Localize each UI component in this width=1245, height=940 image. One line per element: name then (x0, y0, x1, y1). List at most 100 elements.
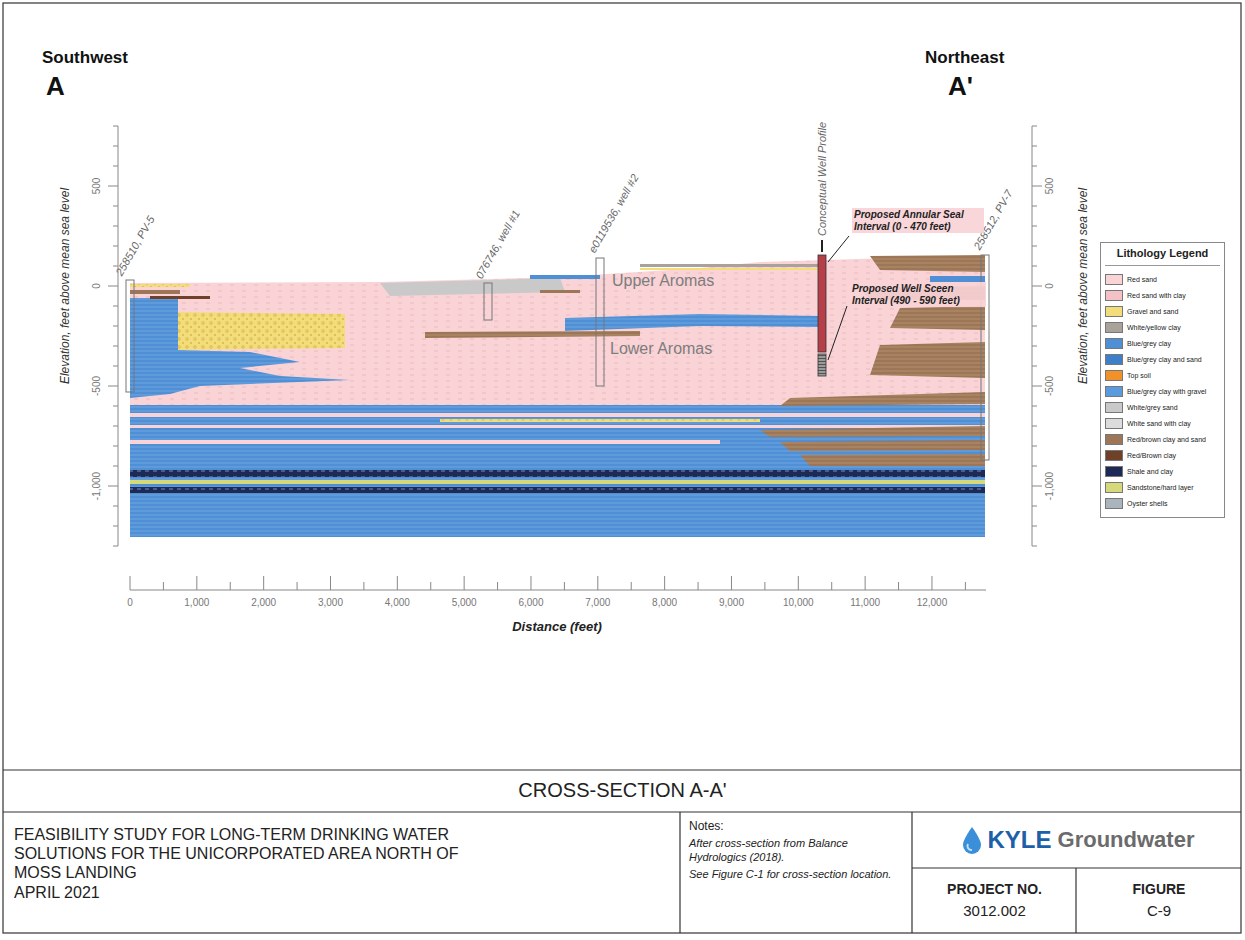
logo-drop (963, 827, 981, 854)
axis-tick-label: -1,000 (1044, 472, 1056, 500)
legend-swatch (1105, 482, 1123, 493)
axis-scale (664, 576, 665, 590)
cell-text: After cross-section from Balance Hydrolo… (689, 837, 894, 863)
geologic-units (130, 255, 985, 537)
legend-text: White/grey sand (1127, 404, 1178, 411)
axis-scale (564, 582, 565, 590)
legend-swatch (1105, 418, 1123, 429)
well-log (126, 255, 989, 460)
legend-text: White sand with clay (1127, 420, 1191, 427)
geologic-units (150, 296, 210, 299)
axis-scale (1032, 266, 1037, 267)
axis-scale (196, 576, 197, 590)
axis-tick-label: 6,000 (518, 597, 543, 609)
axis-scale (597, 576, 598, 590)
leader-line (828, 236, 849, 360)
axis-tick-label: 9,000 (719, 597, 744, 609)
geologic-units (425, 331, 640, 338)
legend-box: Lithology LegendRed sandRed sand with cl… (1100, 242, 1225, 518)
well-log (126, 280, 134, 392)
cell-heading: Notes: (689, 819, 904, 833)
sheet-frame (3, 3, 1241, 933)
axis-scale (1032, 446, 1037, 447)
axis-scale (113, 466, 118, 467)
axis-scale (698, 582, 699, 590)
geologic-units (130, 284, 190, 287)
sheet-frame (1075, 868, 1076, 933)
logo-drop (967, 844, 972, 850)
geologic-units (540, 290, 580, 293)
axis-scale (865, 576, 866, 590)
axis-tick-label: -1,000 (91, 472, 103, 500)
legend-swatch (1105, 274, 1123, 285)
geologic-units (130, 425, 985, 428)
axis-scale (1032, 186, 1042, 187)
conceptual-well (818, 240, 826, 376)
logo-drop (960, 826, 984, 856)
legend-text: Blue/grey clay with gravel (1127, 388, 1206, 395)
legend-row: White/yellow clay (1105, 319, 1220, 335)
callout-text: Proposed Well Sceen Interval (490 - 590 … (850, 282, 986, 307)
legend-swatch (1105, 370, 1123, 381)
axis-scale (113, 506, 118, 507)
cell-text: C-9 (1147, 902, 1171, 920)
axis-title: Elevation, feet above mean sea level (59, 188, 73, 384)
axis-scale (1032, 406, 1037, 407)
axis-scale (898, 582, 899, 590)
axis-scale (1032, 526, 1037, 527)
cell-text: Groundwater (1058, 827, 1195, 853)
cell-heading: FEASIBILITY STUDY FOR LONG-TERM DRINKING… (14, 825, 484, 883)
legend-text: Red/Brown clay (1127, 452, 1176, 459)
axis-scale (1032, 286, 1042, 287)
axis-scale (1032, 126, 1033, 546)
legend-row: Red/Brown clay (1105, 447, 1220, 463)
axis-scale (113, 246, 118, 247)
legend-row: White/grey sand (1105, 399, 1220, 415)
axis-scale (113, 546, 118, 547)
figure-title: CROSS-SECTION A-A' (4, 779, 1241, 802)
axis-scale (1032, 486, 1042, 487)
section-end-label: A' (948, 72, 973, 102)
axis-scale (430, 582, 431, 590)
axis-scale (1032, 386, 1042, 387)
axis-tick-label: 1,000 (184, 597, 209, 609)
geologic-units (380, 278, 565, 296)
legend-text: Top soil (1127, 372, 1151, 379)
legend-swatch (1105, 434, 1123, 445)
axis-scale (113, 346, 118, 347)
axis-scale (163, 582, 164, 590)
notes-cell: Notes: After cross-section from Balance H… (681, 813, 912, 932)
conceptual-well (821, 240, 823, 252)
legend-text: White/yellow clay (1127, 324, 1181, 331)
axis-scale (113, 126, 118, 127)
axis-tick-label: 5,000 (452, 597, 477, 609)
axis-title: Distance (feet) (512, 620, 602, 635)
well-label: 258510, PV-5 (113, 214, 157, 278)
axis-scale (113, 226, 118, 227)
legend-swatch (1105, 450, 1123, 461)
legend-row: Red sand with clay (1105, 287, 1220, 303)
axis-scale (230, 582, 231, 590)
legend-text: Red/brown clay and sand (1127, 436, 1206, 443)
geologic-units (130, 405, 985, 537)
axis-scale (1032, 146, 1037, 147)
conceptual-well (818, 255, 826, 352)
axis-scale (113, 326, 118, 327)
legend-text: Red sand with clay (1127, 292, 1186, 299)
axis-scale (113, 206, 118, 207)
axis-scale (330, 576, 331, 590)
axis-scale (130, 576, 131, 590)
axis-tick-label: 4,000 (385, 597, 410, 609)
axis-scale (1032, 466, 1037, 467)
geologic-units (760, 426, 985, 437)
direction-label: Southwest (42, 48, 128, 68)
legend-text: Sandstone/hard layer (1127, 484, 1194, 491)
geologic-units (530, 275, 600, 279)
well-label: 076746, well #1 (473, 208, 522, 281)
leader-line (828, 236, 849, 262)
well-log (596, 258, 604, 386)
axis-scale (113, 146, 118, 147)
legend-row: Shale and clay (1105, 463, 1220, 479)
axis-tick-label: 11,000 (850, 597, 880, 609)
axis-tick-label: 3,000 (318, 597, 343, 609)
